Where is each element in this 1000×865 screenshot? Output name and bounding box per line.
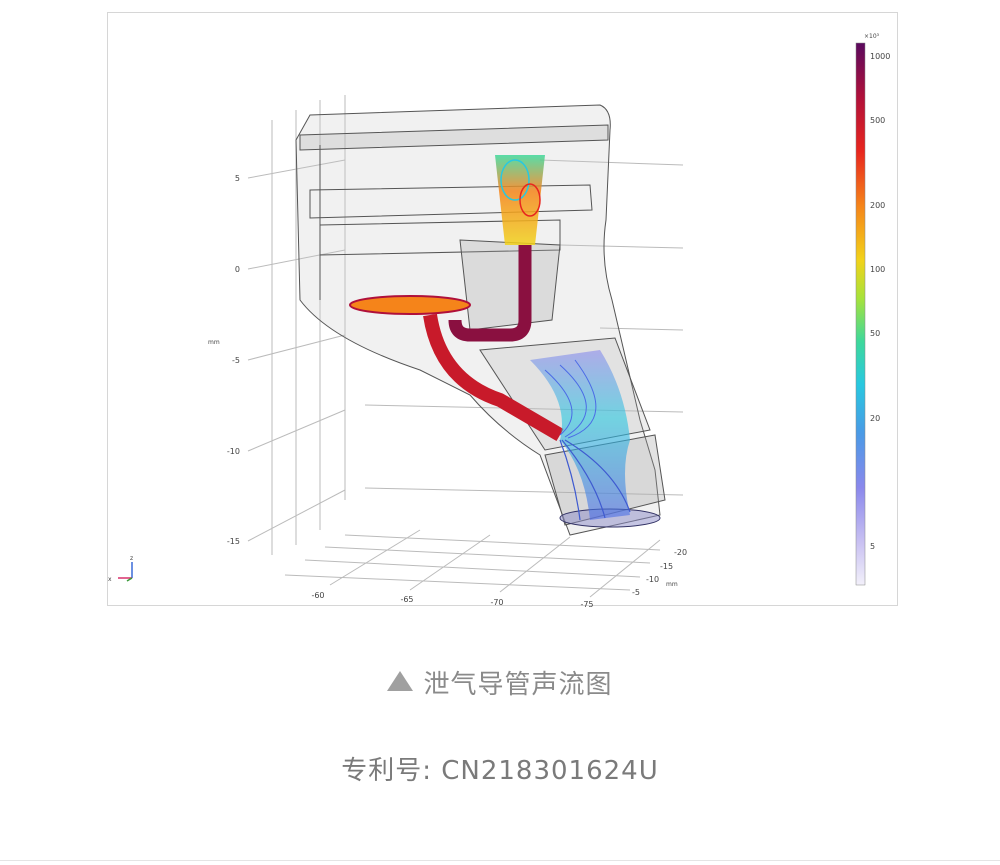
z-tick: -10 xyxy=(227,447,240,456)
triad-x-label: x xyxy=(108,576,112,583)
y-axis-ticks: -20 -15 -10 -5 mm xyxy=(632,548,687,597)
z-tick: -5 xyxy=(232,356,240,365)
colorbar-tick: 20 xyxy=(870,414,880,423)
x-tick: -60 xyxy=(311,591,324,600)
colorbar-tick: 1000 xyxy=(870,52,890,61)
colorbar-tick: 200 xyxy=(870,201,885,210)
z-tick: 5 xyxy=(235,174,240,183)
y-tick: -20 xyxy=(674,548,687,557)
colorbar-tick: 500 xyxy=(870,116,885,125)
x-tick: -75 xyxy=(580,600,593,609)
x-tick: -70 xyxy=(490,598,503,607)
z-axis-unit: mm xyxy=(208,339,220,346)
divider xyxy=(0,860,1000,861)
z-tick: 0 xyxy=(235,265,240,274)
x-axis-ticks: -60 -65 -70 -75 xyxy=(311,591,593,609)
figure-frame xyxy=(107,12,898,606)
x-tick: -65 xyxy=(400,595,413,604)
caption-text: 泄气导管声流图 xyxy=(423,670,613,700)
axis-triad-icon: z x xyxy=(108,555,133,583)
acoustic-streamline-plot: 5 0 -5 -10 -15 mm -60 -65 -70 -75 -20 -1… xyxy=(108,33,890,609)
y-tick: -15 xyxy=(660,562,673,571)
streamlines xyxy=(349,155,631,521)
z-tick: -15 xyxy=(227,537,240,546)
grid-lines xyxy=(247,95,684,598)
y-tick: -5 xyxy=(632,588,640,597)
triangle-icon xyxy=(387,671,414,691)
colorbar-tick: 100 xyxy=(870,265,885,274)
colorbar-multiplier: ×10³ xyxy=(864,33,880,40)
y-tick: -10 xyxy=(646,575,659,584)
colorbar-scale xyxy=(855,42,866,586)
y-axis-unit: mm xyxy=(666,581,678,588)
colorbar-tick: 5 xyxy=(870,542,875,551)
patent-number: 专利号: CN218301624U xyxy=(341,756,659,786)
triad-z-label: z xyxy=(130,555,133,562)
colorbar-tick: 50 xyxy=(870,329,880,338)
colorbar: ×10³ 1000 500 200 100 50 20 5 xyxy=(855,33,890,586)
z-axis-ticks: 5 0 -5 -10 -15 mm xyxy=(208,174,240,546)
figure-caption: 泄气导管声流图 xyxy=(0,664,1000,701)
